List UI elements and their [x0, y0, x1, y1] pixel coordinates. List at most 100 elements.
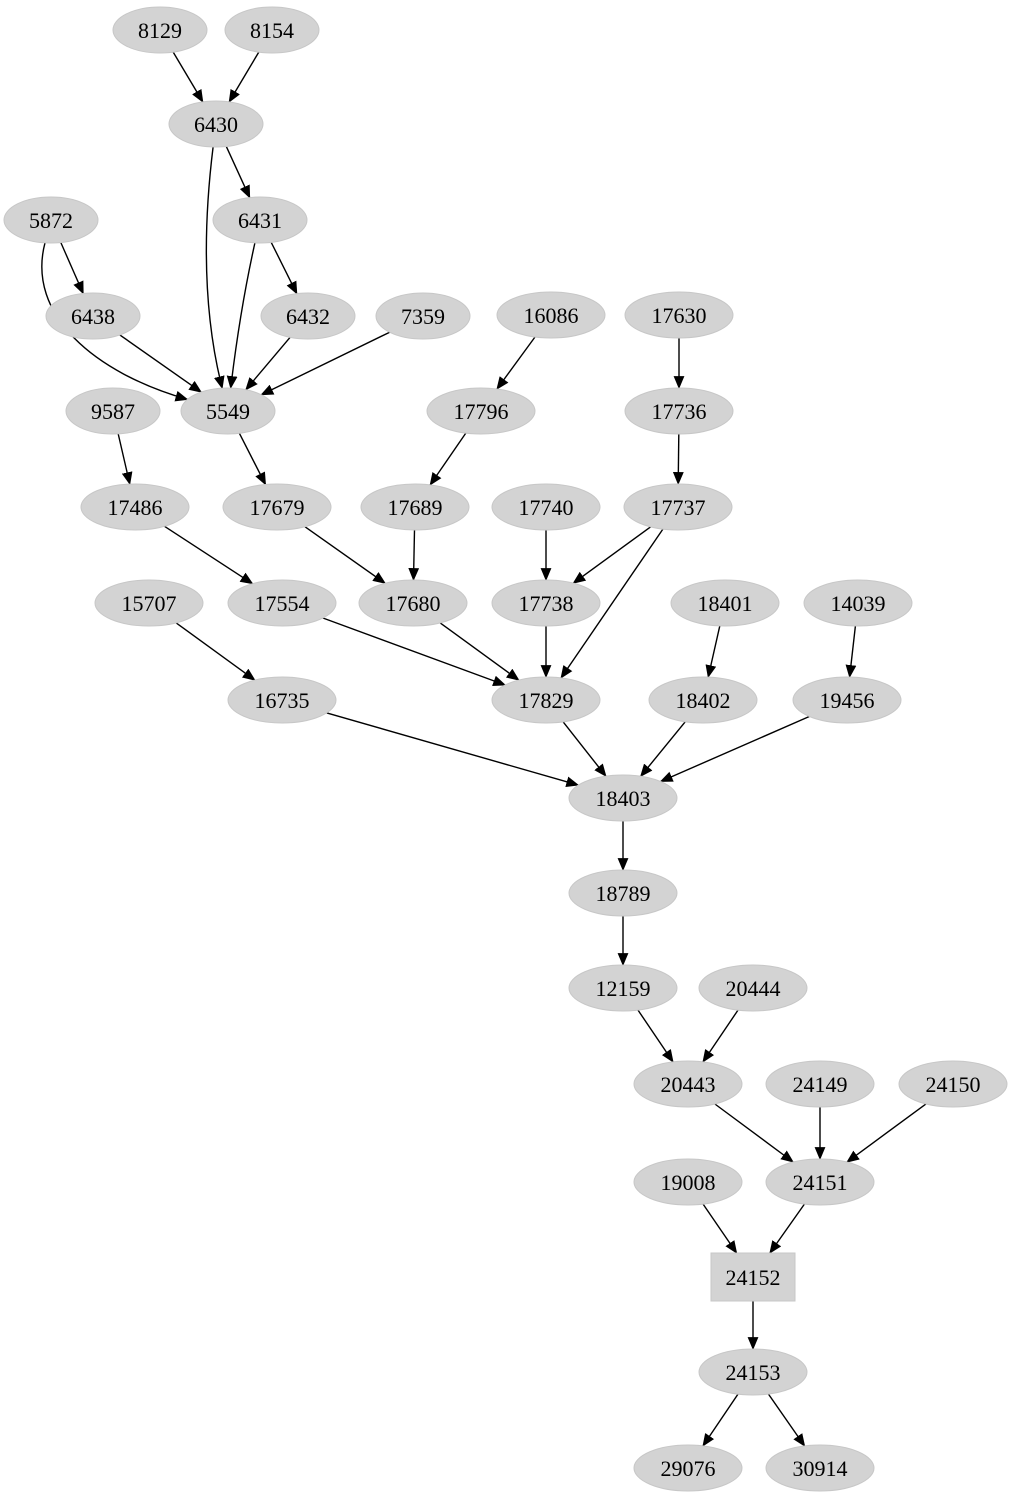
node-ellipse-14039 [803, 579, 913, 627]
node-ellipse-24150 [898, 1060, 1008, 1108]
node-24150: 24150 [898, 1060, 1008, 1108]
node-label-9587: 9587 [91, 399, 135, 424]
node-29076: 29076 [633, 1444, 743, 1492]
edge-17486-17554 [164, 525, 254, 585]
node-label-5549: 5549 [206, 399, 250, 424]
edge-20443-24151 [714, 1103, 794, 1163]
node-ellipse-18402 [648, 676, 758, 724]
node-label-17679: 17679 [250, 495, 305, 520]
edges-layer [41, 51, 927, 1447]
node-label-24149: 24149 [793, 1072, 848, 1097]
node-label-16086: 16086 [524, 303, 579, 328]
node-label-24153: 24153 [726, 1360, 781, 1385]
node-label-17738: 17738 [519, 591, 574, 616]
node-label-12159: 12159 [596, 976, 651, 1001]
node-label-17554: 17554 [255, 591, 310, 616]
node-6438: 6438 [45, 292, 141, 340]
node-17630: 17630 [624, 291, 734, 339]
edge-6438-5549 [119, 334, 203, 393]
node-15707: 15707 [94, 579, 204, 627]
node-label-6430: 6430 [194, 112, 238, 137]
node-ellipse-16086 [496, 291, 606, 339]
node-label-6438: 6438 [71, 304, 115, 329]
node-9587: 9587 [65, 387, 161, 435]
node-ellipse-24149 [765, 1060, 875, 1108]
node-8154: 8154 [224, 6, 320, 54]
node-label-5872: 5872 [29, 208, 73, 233]
node-6431: 6431 [212, 196, 308, 244]
edge-17796-17689 [429, 432, 467, 486]
edge-8129-6430 [172, 51, 204, 103]
node-5549: 5549 [180, 387, 276, 435]
node-ellipse-17829 [491, 676, 601, 724]
node-ellipse-19456 [792, 676, 902, 724]
node-18401: 18401 [670, 579, 780, 627]
node-ellipse-15707 [94, 579, 204, 627]
node-30914: 30914 [765, 1444, 875, 1492]
edge-16735-18403 [326, 712, 580, 788]
edge-17737-17738 [572, 526, 652, 584]
node-label-17630: 17630 [652, 303, 707, 328]
edge-6430-6431 [225, 146, 251, 199]
node-ellipse-17679 [222, 483, 332, 531]
node-18403: 18403 [568, 774, 678, 822]
node-ellipse-17630 [624, 291, 734, 339]
edge-17680-17829 [439, 622, 520, 681]
node-label-6432: 6432 [286, 304, 330, 329]
edge-5872-6438 [60, 242, 84, 295]
node-ellipse-7359 [375, 292, 471, 340]
node-17829: 17829 [491, 676, 601, 724]
edge-17737-17829 [560, 528, 664, 679]
node-19008: 19008 [633, 1158, 743, 1206]
node-label-15707: 15707 [122, 591, 177, 616]
node-ellipse-8154 [224, 6, 320, 54]
node-label-17689: 17689 [388, 495, 443, 520]
node-label-17736: 17736 [652, 399, 707, 424]
edge-12159-20443 [637, 1009, 674, 1063]
node-18402: 18402 [648, 676, 758, 724]
edge-8154-6430 [228, 51, 260, 103]
node-6430: 6430 [168, 100, 264, 148]
edge-17689-17680 [408, 529, 420, 582]
node-17680: 17680 [358, 579, 468, 627]
node-ellipse-18789 [568, 869, 678, 917]
node-label-17740: 17740 [519, 495, 574, 520]
node-label-24150: 24150 [926, 1072, 981, 1097]
node-ellipse-24151 [765, 1158, 875, 1206]
node-8129: 8129 [112, 6, 208, 54]
node-ellipse-18403 [568, 774, 678, 822]
node-ellipse-17736 [624, 387, 734, 435]
node-17486: 17486 [80, 483, 190, 531]
edge-14039-19456 [845, 625, 857, 679]
node-ellipse-17740 [491, 483, 601, 531]
edge-17554-17829 [322, 617, 507, 686]
node-18789: 18789 [568, 869, 678, 917]
edge-6430-5549 [205, 146, 225, 390]
node-ellipse-12159 [568, 964, 678, 1012]
edge-17829-18403 [562, 721, 607, 778]
edge-6431-5549 [226, 242, 256, 390]
node-label-14039: 14039 [831, 591, 886, 616]
node-label-18401: 18401 [698, 591, 753, 616]
node-label-24151: 24151 [793, 1170, 848, 1195]
node-ellipse-19008 [633, 1158, 743, 1206]
node-label-29076: 29076 [661, 1456, 716, 1481]
node-17796: 17796 [426, 387, 536, 435]
node-ellipse-6430 [168, 100, 264, 148]
node-ellipse-16735 [227, 676, 337, 724]
node-ellipse-17680 [358, 579, 468, 627]
node-ellipse-24153 [698, 1348, 808, 1396]
node-17554: 17554 [227, 579, 337, 627]
node-ellipse-9587 [65, 387, 161, 435]
node-ellipse-29076 [633, 1444, 743, 1492]
edge-5872-5549 [41, 242, 189, 402]
node-label-17737: 17737 [651, 495, 706, 520]
node-label-18789: 18789 [596, 881, 651, 906]
node-label-18402: 18402 [676, 688, 731, 713]
edge-19008-24152 [702, 1203, 738, 1254]
node-24149: 24149 [765, 1060, 875, 1108]
node-17689: 17689 [360, 483, 470, 531]
node-17736: 17736 [624, 387, 734, 435]
node-ellipse-6431 [212, 196, 308, 244]
